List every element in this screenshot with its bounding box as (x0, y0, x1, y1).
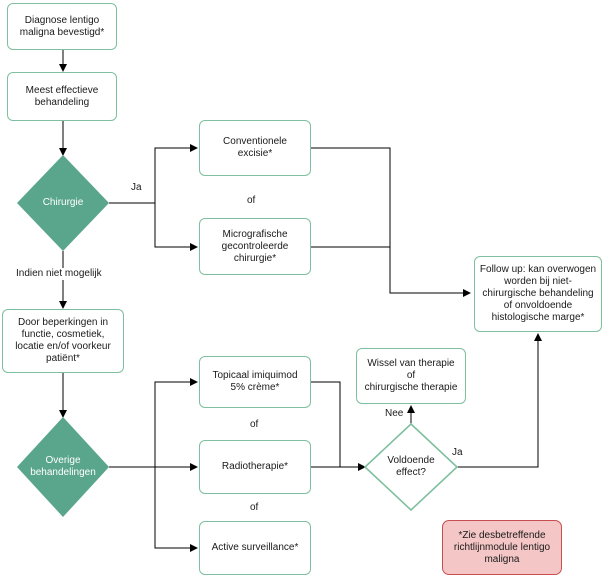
radiotherapy-box: Radiotherapie* (199, 440, 311, 494)
edge-imiquimod-to-decision (311, 381, 341, 467)
nee-label: Nee (385, 408, 404, 419)
ja-surgery-label: Ja (131, 182, 142, 193)
micrographic-surgery-box: Micrografische gecontroleerde chirurgie* (199, 218, 311, 275)
surgery-diamond (17, 155, 109, 251)
sufficient-effect-diamond (363, 422, 459, 512)
edge-other-to-imiquimod (109, 378, 198, 468)
edge-excision-to-followup (311, 147, 471, 297)
ja-effect-label: Ja (452, 447, 463, 458)
active-surveillance-box: Active surveillance* (199, 521, 311, 575)
of-label-2: of (250, 502, 259, 513)
other-treatments-diamond (17, 417, 109, 517)
surgery-label: Chirurgie (42, 197, 84, 208)
not-possible-label: Indien niet mogelijk (16, 268, 102, 280)
conventional-excision-box: Conventionele excisie* (199, 120, 311, 176)
of-label-1: of (250, 419, 259, 430)
of-surgery-label: of (247, 195, 256, 206)
limitations-box: Door beperkingen in functie, cosmetiek, … (2, 309, 124, 373)
other-treatments-label: Overige behandelingen (30, 455, 96, 478)
switch-therapy-box: Wissel van therapie of chirurgische ther… (356, 348, 466, 404)
diagnosis-box: Diagnose lentigo maligna bevestigd* (7, 3, 117, 50)
edge-other-to-surveillance (154, 467, 198, 552)
most-effective-box: Meest effectieve behandeling (7, 72, 117, 121)
edge-surgery-to-micrographic (154, 203, 198, 251)
edge-surgery-to-excision (109, 144, 198, 204)
sufficient-effect-label: Voldoende effect? (387, 455, 435, 478)
follow-up-box: Follow up: kan overwogen worden bij niet… (474, 256, 602, 332)
footnote-box: *Zie desbetreffende richtlijnmodule lent… (442, 520, 562, 575)
imiquimod-box: Topicaal imiquimod 5% crème* (199, 356, 311, 408)
edge-decision-to-followup (457, 333, 542, 468)
